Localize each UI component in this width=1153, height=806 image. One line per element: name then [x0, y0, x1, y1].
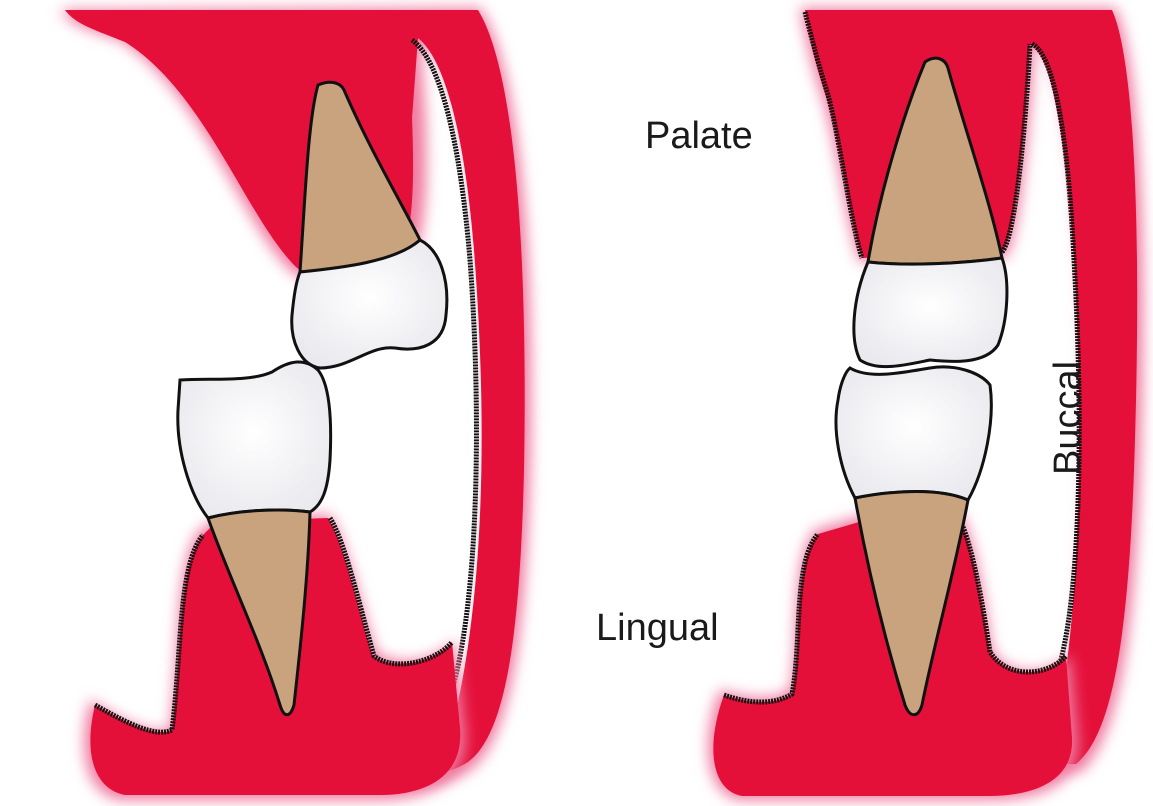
right-lower-tooth-crown	[836, 367, 991, 500]
label-palate: Palate	[645, 115, 753, 157]
left-panel-malocclusion	[60, 8, 531, 800]
right-upper-tooth-crown	[854, 258, 1007, 367]
label-buccal: Buccal	[1047, 361, 1089, 475]
left-lower-tooth-crown	[178, 362, 331, 518]
label-lingual: Lingual	[596, 607, 719, 649]
